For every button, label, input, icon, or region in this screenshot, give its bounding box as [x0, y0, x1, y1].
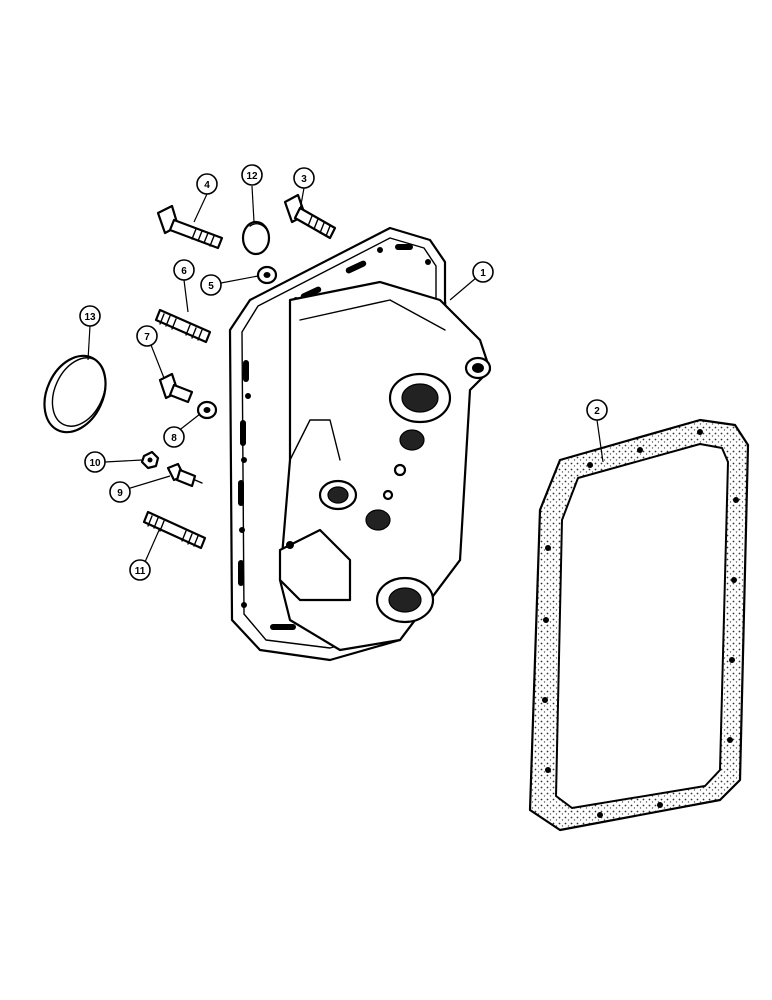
callout-1: 1: [472, 261, 494, 283]
svg-text:13: 13: [84, 312, 96, 323]
bolt-7: [158, 372, 194, 404]
stud-11: [142, 510, 207, 550]
stud-6: [154, 308, 212, 344]
svg-text:11: 11: [135, 566, 146, 577]
nut-10: [140, 450, 160, 470]
callout-4: 4: [196, 173, 218, 195]
cover-disc-13: [43, 354, 107, 434]
callout-7: 7: [136, 325, 158, 347]
svg-text:7: 7: [144, 332, 150, 343]
bolt-3: [283, 193, 337, 240]
svg-text:12: 12: [246, 171, 258, 182]
bolt-4: [156, 204, 224, 250]
switch-9: [166, 462, 203, 488]
callout-5: 5: [200, 274, 222, 296]
callout-9: 9: [109, 481, 131, 503]
leader-lines: [87, 185, 604, 563]
gasket-holes: [542, 429, 739, 818]
svg-text:4: 4: [204, 180, 210, 191]
callout-8: 8: [163, 426, 185, 448]
svg-text:10: 10: [89, 458, 101, 469]
callout-3: 3: [293, 167, 315, 189]
washer-8: [196, 400, 218, 420]
svg-text:3: 3: [301, 174, 307, 185]
callout-12: 12: [241, 164, 263, 186]
svg-text:9: 9: [117, 488, 123, 499]
callout-2: 2: [586, 399, 608, 421]
plug-12: [241, 220, 271, 256]
callout-11: 11: [129, 559, 151, 581]
svg-text:8: 8: [171, 433, 177, 444]
cover-housing: [228, 226, 492, 662]
svg-text:1: 1: [480, 268, 486, 279]
callout-10: 10: [84, 451, 106, 473]
svg-text:2: 2: [594, 406, 600, 417]
flange-holes: [238, 244, 431, 630]
svg-text:6: 6: [181, 266, 187, 277]
gasket: [528, 418, 750, 832]
washer-5: [256, 265, 278, 285]
callout-13: 13: [79, 305, 101, 327]
callout-6: 6: [173, 259, 195, 281]
svg-text:5: 5: [208, 281, 214, 292]
